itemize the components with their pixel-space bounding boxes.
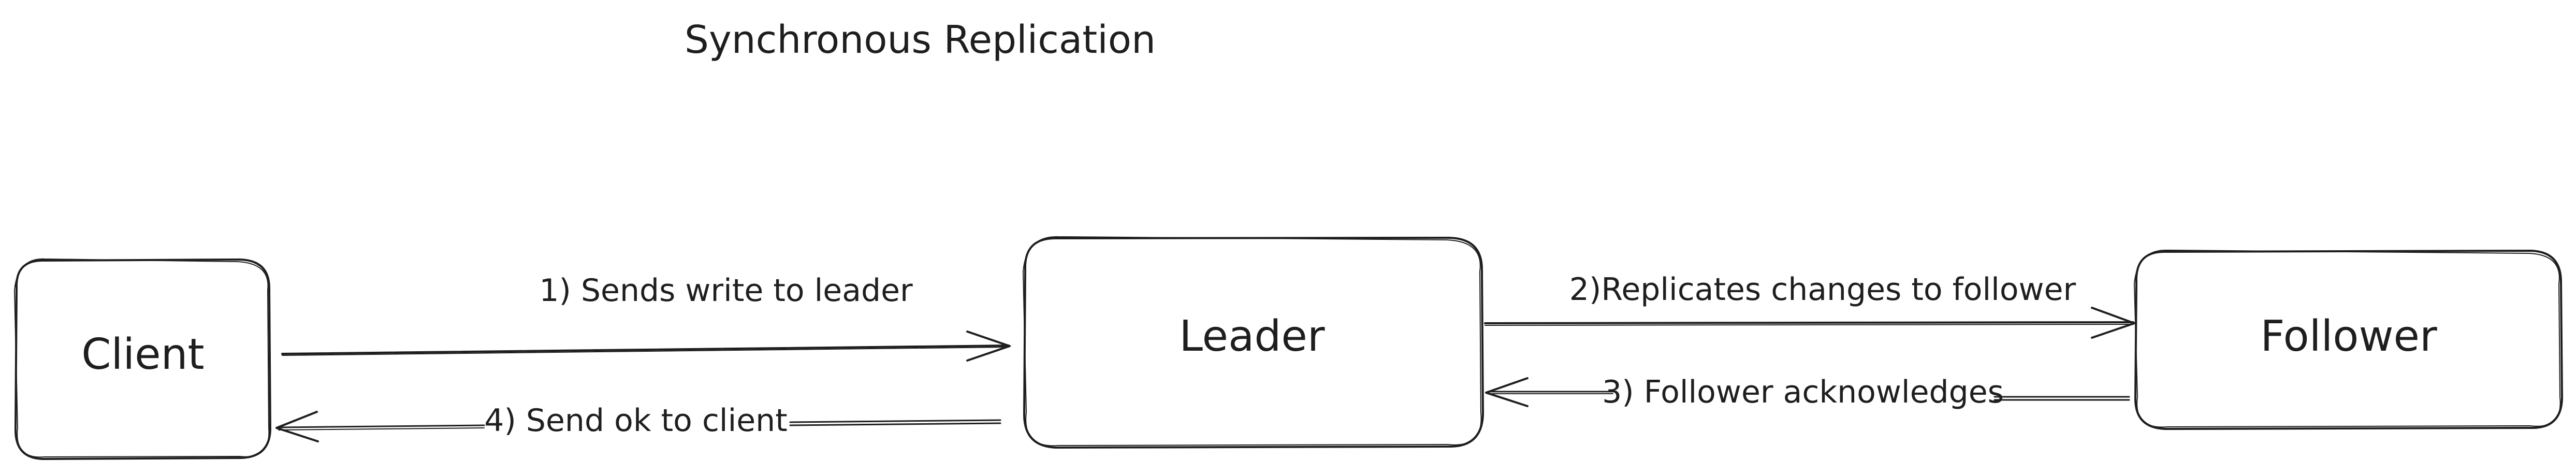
arrowhead-to-leader — [966, 331, 1011, 362]
edge-follower-to-leader: 3) Follower acknowledges — [1485, 374, 2130, 410]
client-node[interactable]: Client — [14, 258, 271, 460]
leader-node[interactable]: Leader — [1023, 236, 1484, 449]
arrowhead-to-follower — [2091, 307, 2135, 339]
follower-label: Follower — [2260, 312, 2437, 361]
follower-node[interactable]: Follower — [2134, 249, 2563, 430]
client-label: Client — [81, 330, 204, 379]
diagram-title: Synchronous Replication — [685, 18, 1156, 62]
arrowhead-to-leader-ack — [1485, 377, 1529, 407]
edge-label-step3: 3) Follower acknowledges — [1602, 374, 2004, 410]
edge-label-step1: 1) Sends write to leader — [539, 272, 913, 309]
edge-client-to-leader: 1) Sends write to leader — [281, 272, 1011, 362]
arrowhead-to-client — [275, 411, 319, 442]
edge-label-step2: 2)Replicates changes to follower — [1569, 271, 2076, 308]
edge-leader-to-follower: 2)Replicates changes to follower — [1484, 271, 2135, 339]
edge-label-step4: 4) Send ok to client — [484, 403, 787, 439]
edge-leader-to-client: 4) Send ok to client — [275, 403, 1001, 442]
leader-label: Leader — [1179, 312, 1325, 361]
